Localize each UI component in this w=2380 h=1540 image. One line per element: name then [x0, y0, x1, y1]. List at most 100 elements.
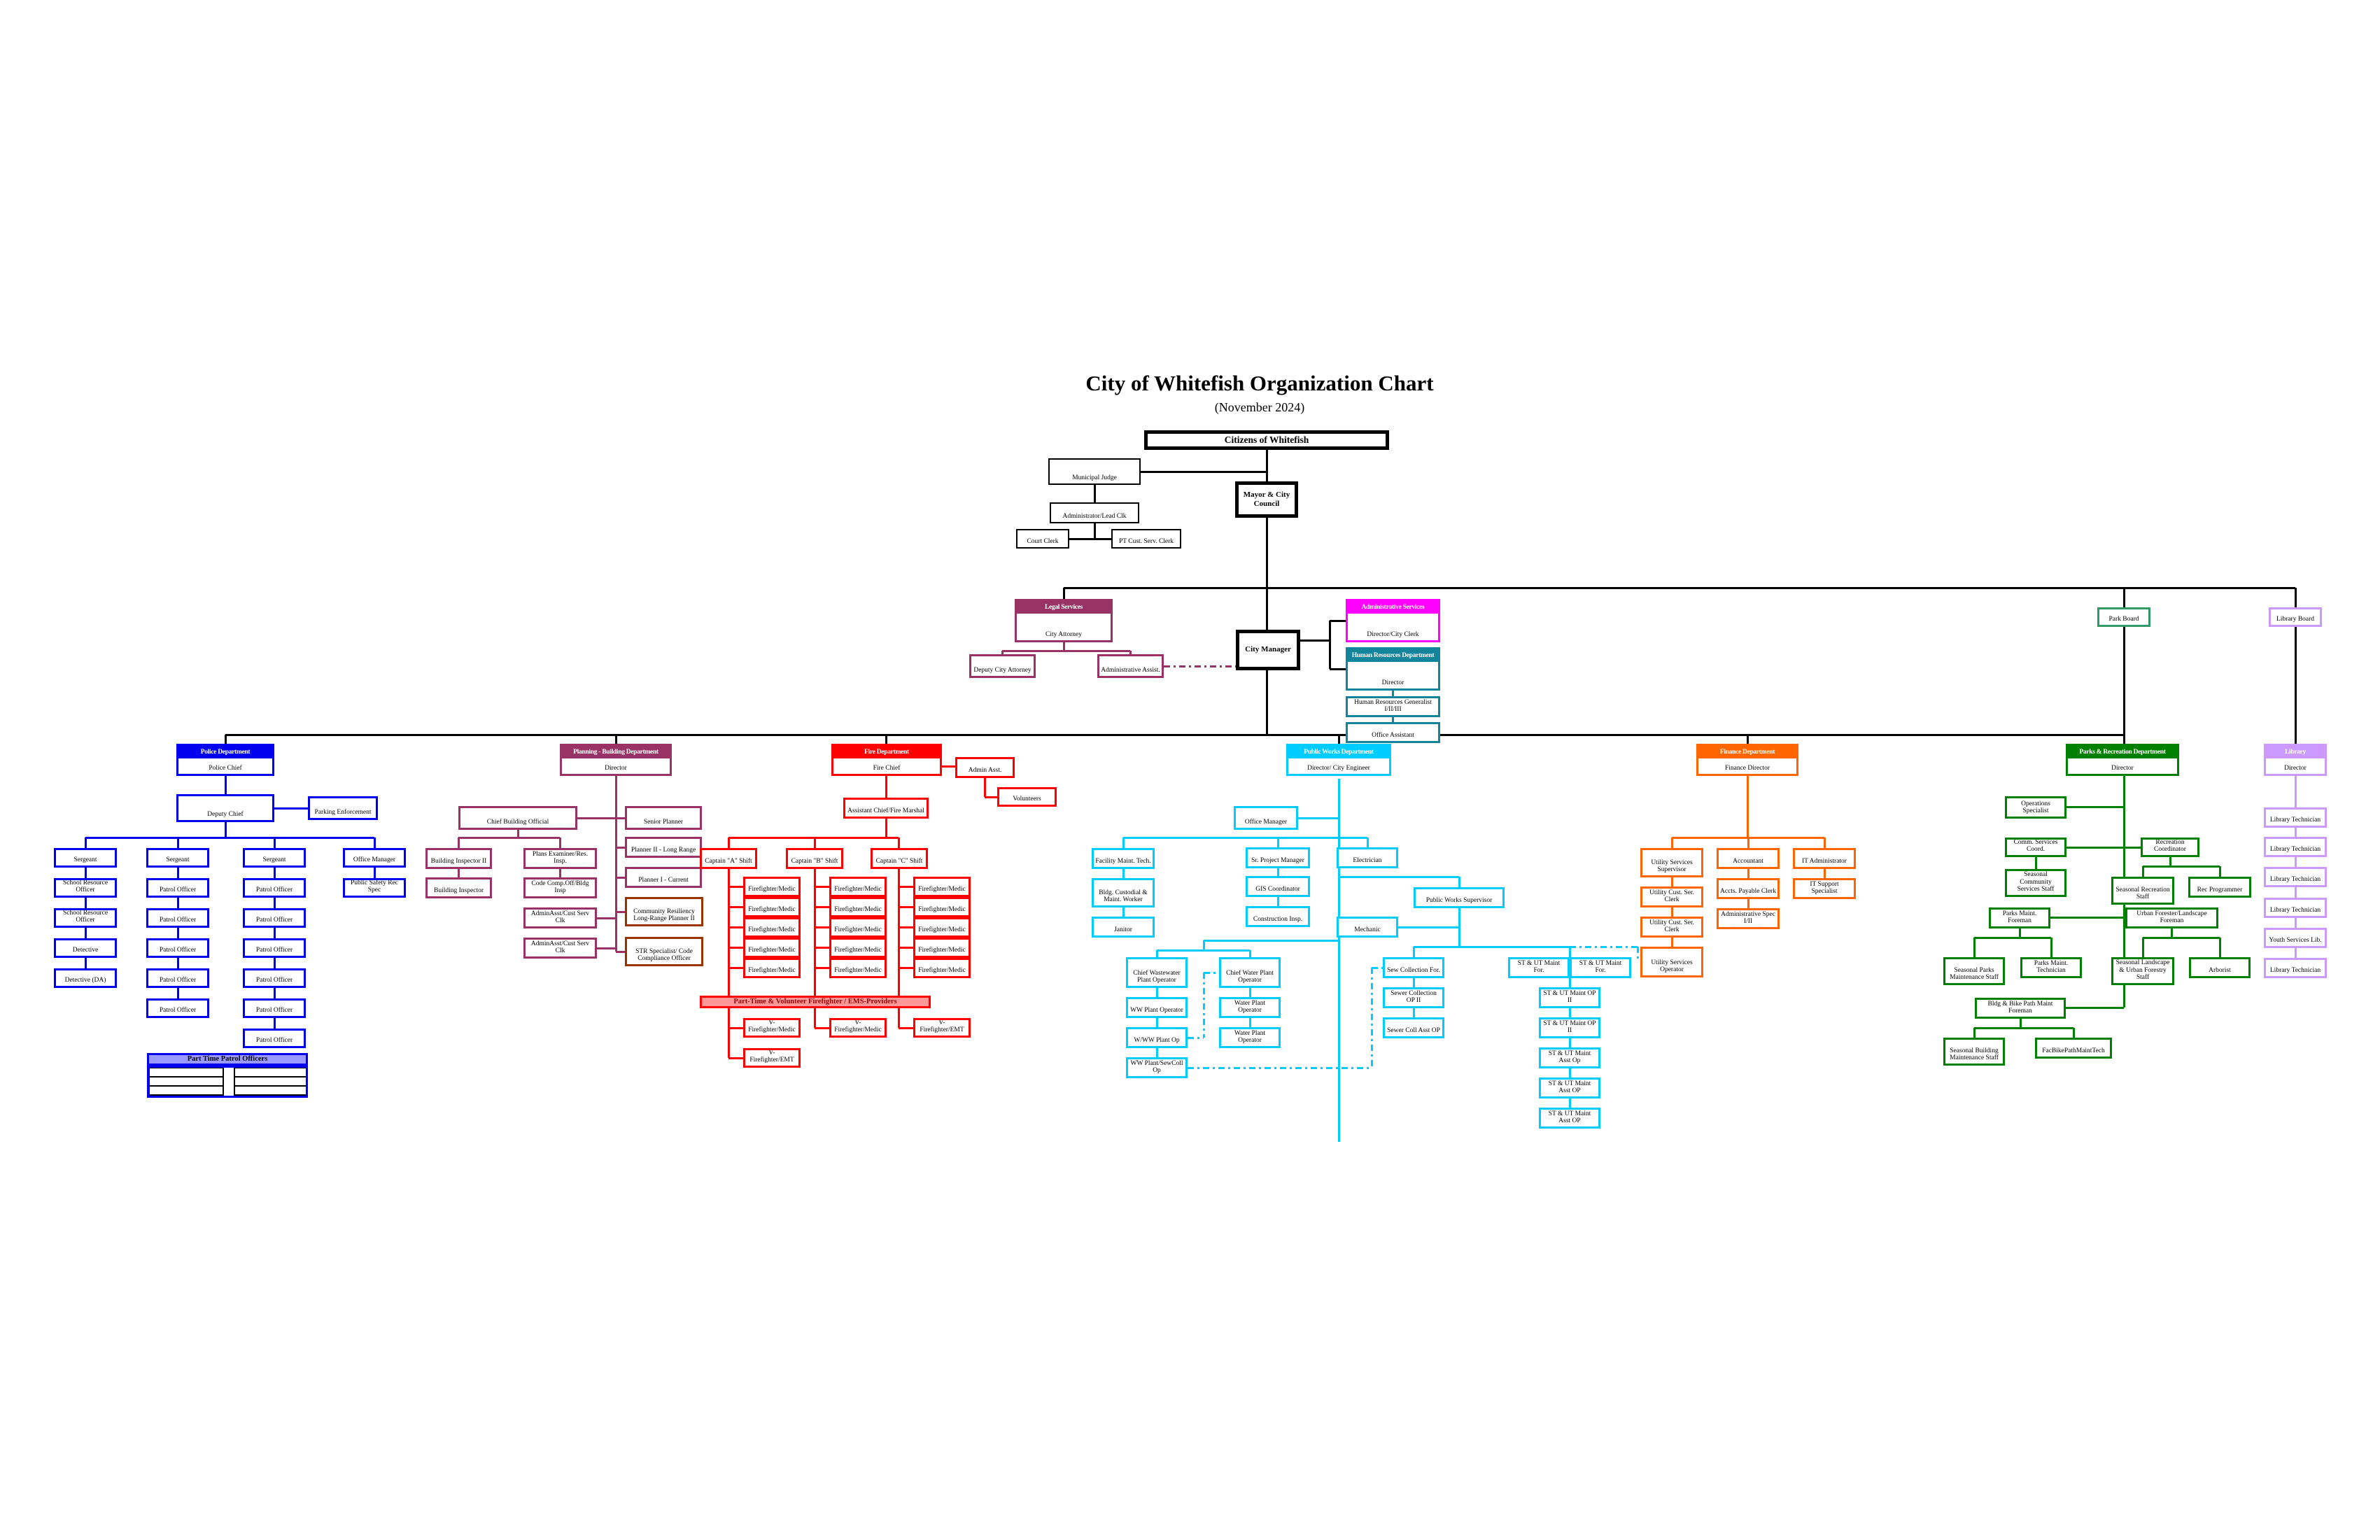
- connector-line: [1372, 966, 1383, 969]
- school-resource-officer-2: School Resource Officer: [54, 908, 117, 928]
- connector-line: [373, 868, 376, 878]
- planning-dept-header: Planning - Building Department: [562, 746, 670, 758]
- connector-line: [273, 868, 276, 878]
- connector-line: [1093, 523, 1096, 539]
- connector-line: [815, 946, 829, 949]
- legal-services-role: City Attorney: [1045, 631, 1082, 639]
- connector-line: [597, 947, 616, 949]
- connector-line: [1337, 779, 1340, 1142]
- connector-line: [1746, 776, 1749, 838]
- captain-a-shift: Captain "A" Shift: [700, 848, 757, 869]
- connector-line: [1276, 838, 1279, 847]
- facility-maint-tech: Facility Maint. Tech.: [1092, 848, 1155, 869]
- connector-line: [1747, 899, 1749, 908]
- human-resources-dept-header: Human Resources Department: [1348, 649, 1438, 662]
- connector-line: [897, 838, 900, 848]
- connector-line: [2141, 866, 2144, 877]
- administrative-services-header: Administrative Services: [1348, 601, 1438, 614]
- connector-line: [728, 885, 743, 888]
- part-time-patrol-grid: [147, 1066, 308, 1098]
- connector-line: [897, 869, 900, 1028]
- connector-line: [1122, 838, 1125, 848]
- finance-dept-role: Finance Director: [1724, 765, 1770, 772]
- police-dept-header: Police Department: [178, 746, 272, 758]
- building-inspector-2: Building Inspector II: [425, 848, 492, 869]
- connector-line: [1265, 450, 1268, 481]
- connector-line: [1337, 735, 1340, 744]
- connector-line: [2066, 846, 2141, 849]
- connector-line: [1330, 667, 1346, 670]
- gis-coordinator: GIS Coordinator: [1246, 876, 1310, 897]
- connector-line: [2294, 828, 2297, 837]
- firefighter-medic-b5: Firefighter/Medic: [829, 958, 887, 978]
- firefighter-medic-a2: Firefighter/Medic: [743, 897, 801, 917]
- it-support-specialist: IT Support Specialist: [1793, 878, 1856, 899]
- connector-line: [84, 898, 87, 908]
- park-board: Park Board: [2097, 607, 2150, 627]
- connector-line: [1636, 947, 1639, 960]
- connector-line: [1093, 485, 1096, 502]
- connector-line: [1412, 978, 1415, 987]
- connector-line: [1062, 588, 1065, 599]
- connector-line: [1823, 838, 1826, 848]
- connector-line: [84, 838, 87, 848]
- comm-services-coord: Comm. Services Coord.: [2005, 838, 2066, 857]
- connector-line: [1157, 949, 1250, 952]
- firefighter-medic-c2: Firefighter/Medic: [913, 897, 971, 917]
- building-inspector: Building Inspector: [425, 877, 492, 898]
- connector-line: [899, 966, 913, 969]
- volunteers: Volunteers: [997, 787, 1057, 807]
- office-manager-pd: Office Manager: [343, 848, 406, 868]
- patrol-officer-9: Patrol Officer: [243, 968, 306, 988]
- connector-line: [2294, 627, 2297, 744]
- connector-line: [985, 796, 997, 798]
- pt-cust-serv-clerk: PT Cust. Serv. Clerk: [1111, 529, 1181, 549]
- connector-line: [2294, 887, 2297, 898]
- it-administrator: IT Administrator: [1793, 848, 1856, 869]
- connector-line: [1122, 907, 1125, 917]
- arborist: Arborist: [2189, 957, 2251, 978]
- connector-line: [616, 950, 625, 953]
- patrol-officer-3: Patrol Officer: [146, 938, 209, 958]
- connector-line: [1823, 869, 1826, 878]
- fire-dept-header: Fire Department: [833, 746, 940, 758]
- legal-services-header: Legal Services: [1017, 601, 1111, 614]
- seasonal-community-services-staff: Seasonal Community Services Staff: [2005, 869, 2066, 897]
- urban-forester-landscape-foreman: Urban Forester/Landscape Foreman: [2125, 907, 2218, 928]
- ems-banner: Part-Time & Volunteer Firefighter / EMS-…: [700, 996, 931, 1008]
- connector-line: [815, 1026, 829, 1029]
- connector-line: [2294, 918, 2297, 928]
- str-specialist: STR Specialist/ Code Compliance Officer: [625, 937, 703, 966]
- connector-line: [1204, 939, 1339, 942]
- construction-insp: Construction Insp.: [1246, 906, 1310, 927]
- connector-line: [815, 966, 829, 969]
- connector-line: [1458, 877, 1460, 887]
- utility-services-supervisor: Utility Services Supervisor: [1640, 848, 1703, 877]
- connector-line: [983, 778, 986, 797]
- parks-rec-dept-role: Director: [2111, 765, 2134, 772]
- st-ut-maint-asst-op-2: ST & UT Maint Asst OP: [1539, 1078, 1600, 1099]
- connector-line: [1328, 621, 1331, 669]
- connector-line: [899, 926, 913, 928]
- administrative-assist: Administrative Assist.: [1097, 654, 1164, 678]
- connector-line: [597, 917, 616, 919]
- connector-line: [1122, 869, 1125, 878]
- admin-asst-cust-serv-clk-2: AdminAsst/Cust Serv Clk: [523, 938, 597, 959]
- deputy-chief: Deputy Chief: [176, 794, 274, 822]
- firefighter-medic-b4: Firefighter/Medic: [829, 938, 887, 958]
- city-manager: City Manager: [1236, 630, 1300, 670]
- connector-line: [2066, 1006, 2124, 1009]
- connector-line: [1391, 717, 1394, 722]
- connector-line: [1746, 735, 1749, 744]
- connector-line: [274, 807, 308, 810]
- connector-line: [1391, 691, 1394, 696]
- connector-line: [2122, 588, 2125, 607]
- detective: Detective: [54, 938, 117, 958]
- assistant-chief-fire-marshal: Assistant Chief/Fire Marshal: [843, 798, 929, 819]
- firefighter-medic-c5: Firefighter/Medic: [913, 958, 971, 978]
- connector-line: [616, 910, 625, 913]
- library-dept-role: Director: [2284, 765, 2307, 772]
